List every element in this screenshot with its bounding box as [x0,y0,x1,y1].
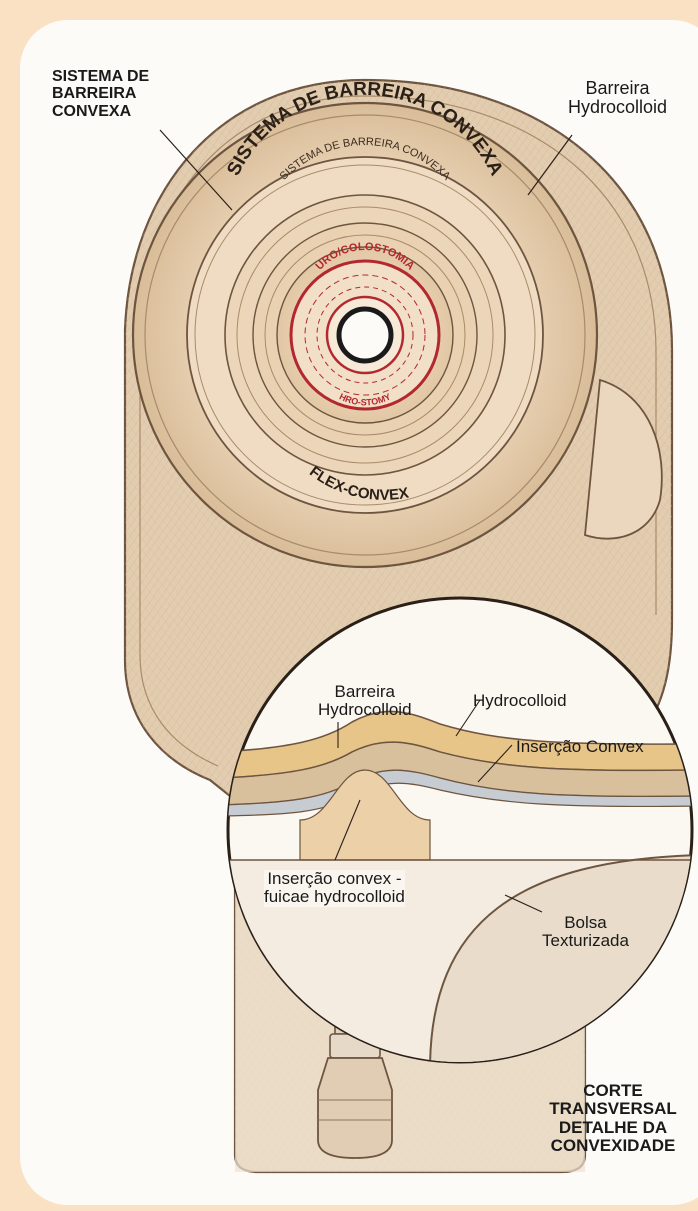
outlet-spout [318,1058,392,1158]
label-detail-insercao-convex: Inserção Convex [516,738,644,756]
label-detail-insercao-fuicae: Inserção convex - fuicae hydrocolloid [264,870,405,907]
label-detail-barreira: Barreira Hydrocolloid [318,683,412,720]
label-sistema-barreira: SISTEMA DE BARREIRA CONVEXA [52,68,192,120]
label-detail-bolsa-texturizada: Bolsa Texturizada [542,914,629,951]
label-detail-hydrocolloid: Hydrocolloid [473,692,567,710]
label-corte-transversal: CORTE TRANSVERSAL DETALHE DA CONVEXIDADE [530,1082,696,1155]
stoma-opening [339,309,391,361]
label-barreira-hydrocolloid-top: Barreira Hydrocolloid [568,79,667,118]
